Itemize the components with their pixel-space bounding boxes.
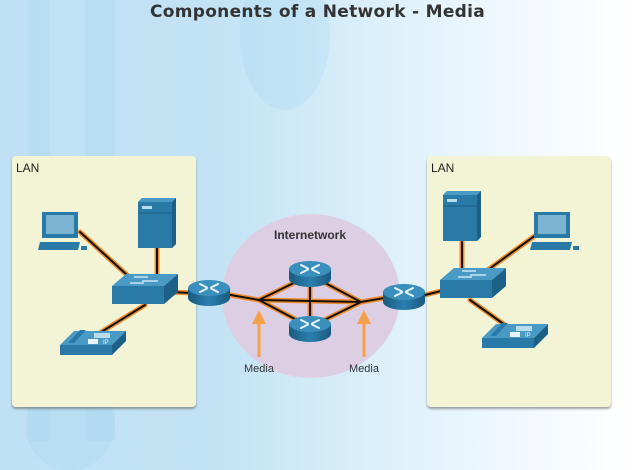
switch-icon <box>112 274 178 304</box>
pc-icon <box>38 212 87 250</box>
media-label: Media <box>349 363 380 375</box>
router-icon <box>288 260 332 288</box>
media-arrow-icon <box>357 310 371 357</box>
media-label: Media <box>244 363 275 375</box>
lan-left-label: LAN <box>16 161 40 175</box>
ip-phone-icon: IP <box>60 330 126 355</box>
router-icon <box>187 279 231 307</box>
lan-right-label: LAN <box>431 161 455 175</box>
switch-icon <box>440 268 506 298</box>
page-title: Components of a Network - Media <box>149 2 486 22</box>
router-icon <box>382 283 426 311</box>
media-arrow-icon <box>252 310 266 357</box>
server-icon <box>138 198 176 248</box>
ip-badge: IP <box>103 340 109 346</box>
internetwork-label: Internetwork <box>274 228 346 242</box>
ip-badge: IP <box>525 333 531 339</box>
router-icon <box>288 315 332 343</box>
ip-phone-icon: IP <box>482 323 548 348</box>
network-diagram: Internetwork <box>38 191 579 378</box>
server-icon <box>443 191 481 241</box>
pc-icon <box>530 212 579 250</box>
